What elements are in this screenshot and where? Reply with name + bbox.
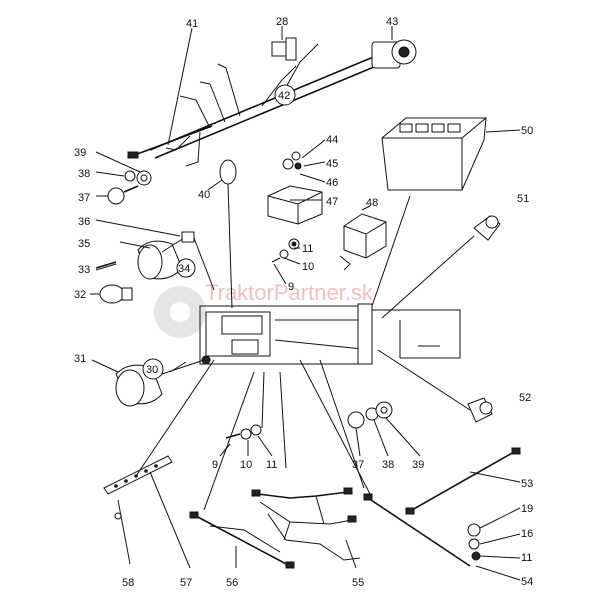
callout-38-bottom: 38 bbox=[382, 459, 394, 471]
callout-39-bottom: 39 bbox=[412, 459, 424, 471]
callout-32: 32 bbox=[74, 289, 86, 301]
cable-55 bbox=[251, 359, 365, 569]
callout-51: 51 bbox=[517, 193, 529, 205]
callout-30-circle bbox=[142, 358, 164, 380]
rod-41 bbox=[127, 27, 213, 159]
watermark-text: TraktorPartner.sk bbox=[205, 280, 374, 305]
callout-53: 53 bbox=[521, 478, 533, 490]
cable-54 bbox=[299, 359, 521, 581]
callout-37-top: 37 bbox=[78, 192, 90, 204]
fuse-parts-44-46 bbox=[282, 139, 326, 183]
nut-38-39-top bbox=[95, 151, 152, 186]
relay-47 bbox=[267, 185, 323, 225]
callout-39-top: 39 bbox=[74, 147, 86, 159]
clip-36 bbox=[95, 219, 215, 291]
callout-28: 28 bbox=[276, 16, 288, 28]
callout-33: 33 bbox=[78, 264, 90, 276]
callout-11-right: 11 bbox=[521, 552, 532, 564]
bolt-37-top bbox=[96, 185, 139, 205]
callout-56: 56 bbox=[226, 577, 238, 589]
callout-44: 44 bbox=[326, 134, 338, 146]
callout-40: 40 bbox=[198, 189, 210, 201]
callout-31: 31 bbox=[74, 353, 86, 365]
connector-28 bbox=[271, 37, 297, 61]
callout-42-circle bbox=[274, 84, 296, 106]
callout-45: 45 bbox=[326, 158, 338, 170]
callout-57: 57 bbox=[180, 577, 192, 589]
bulb-32 bbox=[90, 284, 133, 304]
callout-16: 16 bbox=[521, 528, 533, 540]
leader-lines bbox=[169, 26, 393, 373]
callout-11-top: 11 bbox=[302, 243, 313, 255]
battery-50 bbox=[381, 117, 521, 191]
callout-36: 36 bbox=[78, 216, 90, 228]
callout-38-top: 38 bbox=[78, 168, 90, 180]
callout-42: 42 bbox=[278, 90, 290, 102]
callout-10-bottom: 10 bbox=[240, 459, 252, 471]
plug-40 bbox=[207, 159, 237, 309]
callout-43: 43 bbox=[386, 16, 398, 28]
relay-48 bbox=[339, 213, 387, 271]
cable-53 bbox=[405, 447, 521, 515]
callout-46: 46 bbox=[326, 177, 338, 189]
screw-33 bbox=[95, 261, 117, 271]
bolt-37-bottom bbox=[347, 401, 421, 457]
callout-34-circle bbox=[176, 258, 196, 278]
cable-56 bbox=[189, 371, 295, 569]
callout-48: 48 bbox=[366, 197, 378, 209]
clamp-52 bbox=[377, 349, 493, 423]
callout-35: 35 bbox=[78, 238, 90, 250]
main-harness-cable bbox=[149, 43, 399, 167]
callout-50: 50 bbox=[521, 125, 533, 137]
callout-41: 41 bbox=[186, 18, 198, 30]
screw-parts-9-11-bottom bbox=[219, 371, 287, 469]
callout-47: 47 bbox=[326, 196, 338, 208]
callout-11-bottom: 11 bbox=[266, 459, 277, 471]
callout-9-bottom: 9 bbox=[212, 459, 218, 471]
callout-52: 52 bbox=[519, 392, 531, 404]
lamp-31 bbox=[91, 359, 205, 407]
clamp-51 bbox=[381, 215, 501, 319]
callout-37-bottom: 37 bbox=[352, 459, 364, 471]
callout-30: 30 bbox=[146, 364, 158, 376]
callout-34: 34 bbox=[178, 263, 190, 275]
callout-9-top: 9 bbox=[288, 281, 294, 293]
terminal-strip-57 bbox=[103, 359, 215, 569]
callout-55: 55 bbox=[352, 577, 364, 589]
callout-54: 54 bbox=[521, 576, 533, 588]
central-panel bbox=[199, 195, 461, 365]
callout-19: 19 bbox=[521, 503, 533, 515]
main-plug-43 bbox=[371, 39, 417, 69]
callout-58: 58 bbox=[122, 577, 134, 589]
watermark-gear-icon bbox=[154, 286, 206, 338]
callout-10-top: 10 bbox=[302, 261, 314, 273]
